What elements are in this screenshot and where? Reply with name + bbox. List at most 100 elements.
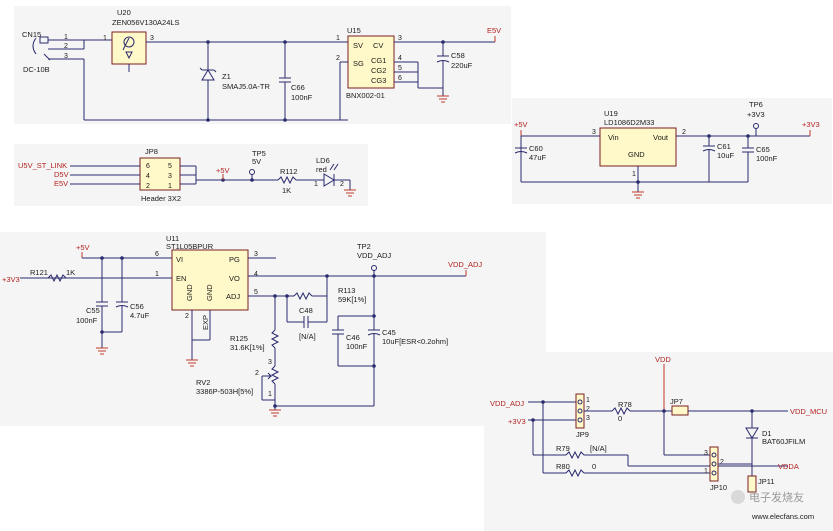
adj-en-power-flag: +3V3 [2,275,20,284]
rv2-pin3: 3 [268,359,272,366]
ground-symbol [344,189,356,197]
z1-tvs-diode: Z1 SMAJ5.0A-TR [199,42,271,120]
jp9-jumper: JP9 1 2 3 [575,393,590,439]
vdd-net: VDD [655,355,671,364]
rv2-pin1: 1 [268,391,272,398]
r79-value: [N/A] [590,444,607,453]
jp9-pin1: 1 [586,397,590,404]
tp5-net: 5V [252,157,261,166]
sel-in-adj: VDD_ADJ [490,399,524,408]
tp6-net: +3V3 [747,110,765,119]
c46-capacitor: C46 100nF [332,315,374,367]
jp8-pin2: 2 [146,183,150,190]
c60-value: 47uF [529,153,547,162]
r79-ref: R79 [556,444,570,453]
c55-value: 100nF [76,316,98,325]
u11-num4: 4 [254,271,258,278]
c65-value: 100nF [756,154,778,163]
u20-pin1: 1 [103,35,107,42]
jp11-jumper: JP11 [747,466,775,493]
panel-vdd-selector [484,352,833,531]
rv2-value: 3386P-503H[5%] [196,387,253,396]
u11-num2: 2 [185,313,189,320]
r121-resistor: R121 1K [30,268,75,283]
rv2-potentiometer: RV2 3386P-503H[5%] 3 2 1 [196,359,280,410]
r113-value: 59K[1%] [338,295,366,304]
jp8-value: Header 3X2 [141,194,181,203]
watermark-logo: 电子发烧友 www.elecfans.com [731,490,814,521]
tp6-test-point: TP6 +3V3 [747,100,765,136]
r113-resistor: R113 59K[1%] [275,276,366,304]
tp2-net: VDD_ADJ [357,251,391,260]
tp5-test-point: TP5 5V [249,149,266,180]
r112-resistor: R112 1K [277,167,324,195]
tp5-ref: TP5 [252,149,266,158]
u11-pin-gnd2: GND [205,284,214,301]
c66-ref: C66 [291,83,305,92]
c48-capacitor: C48 [N/A] [286,296,328,341]
c65-capacitor: C65 100nF [742,136,778,182]
jp9-pin2: 2 [586,406,590,413]
c58-capacitor: C58 220uF [436,42,473,96]
cn15-ref: CN15 [22,30,41,39]
net-e5v-jp8: E5V [54,179,68,188]
tp2-test-point: TP2 VDD_ADJ [357,242,391,276]
vdd-power-flag: VDD [655,355,671,410]
u15-pin-sv: SV [353,41,363,50]
jp8-out-power-flag: +5V [216,166,230,180]
tp2-ref: TP2 [357,242,371,251]
r125-value: 31.6K[1%] [230,343,265,352]
c61-ref: C61 [717,142,731,151]
r121-ref: R121 [30,268,48,277]
jp11-ref: JP11 [758,477,775,486]
ground-symbol [632,191,644,199]
u20-pin3: 3 [150,35,154,42]
ldo-out-net: +3V3 [802,120,820,129]
d1-value: BAT60JFILM [762,437,805,446]
cn15-pin1: 1 [64,34,68,41]
adj-out-net: VDD_ADJ [448,260,482,269]
c56-value: 4.7uF [130,311,150,320]
net-u5v-st-link: U5V_ST_LINK [18,161,67,170]
cn15-pin2: 2 [64,43,68,50]
c60-ref: C60 [529,144,543,153]
r112-value: 1K [282,186,291,195]
u11-pin-gnd1: GND [185,284,194,301]
jp9-pin3: 3 [586,415,590,422]
c55-capacitor: C55 100nF [76,290,108,348]
u19-num1: 1 [632,171,636,178]
c61-value: 10uF [717,151,735,160]
u11-pin-exp: EXP [201,315,210,330]
u20-ref: U20 [117,8,131,17]
u15-pin-cg2: CG2 [371,66,386,75]
u11-num6: 6 [155,251,159,258]
u11-value: ST1L05BPUR [166,242,214,251]
jp8-ref: JP8 [145,147,158,156]
watermark-url: www.elecfans.com [751,512,814,521]
u15-pin-cg1: CG1 [371,56,386,65]
u15-emi-filter: SV SG CV CG1 CG2 CG3 U15 BNX002-01 1 2 3… [336,26,402,100]
cn15-pin3: 3 [64,53,68,60]
ld6-ref: LD6 [316,156,330,165]
u15-ref: U15 [347,26,361,35]
ldo-in-power-flag: +5V [514,120,528,136]
net-e5v-flag: E5V [487,26,501,42]
u19-ldo-regulator: Vin Vout GND U19 LD1086D2M33 3 2 1 [592,109,686,178]
vdd-mcu-net: VDD_MCU [790,407,827,416]
u15-num2: 2 [336,55,340,62]
jp8-pin1: 1 [168,183,172,190]
c45-value: 10uF[ESR<0.2ohm] [382,337,448,346]
r112-ref: R112 [280,167,297,176]
cn15-value: DC-10B [23,65,50,74]
u19-pin-gnd: GND [628,150,645,159]
ld6-led: LD6 red 1 2 [314,156,351,190]
u19-num2: 2 [682,129,686,136]
u19-num3: 3 [592,129,596,136]
ground-symbol [186,359,198,367]
d1-ref: D1 [762,429,772,438]
c61-capacitor: C61 10uF [702,136,735,182]
u11-pin-vi: VI [176,255,183,264]
c66-value: 100nF [291,93,313,102]
c48-value: [N/A] [299,332,316,341]
